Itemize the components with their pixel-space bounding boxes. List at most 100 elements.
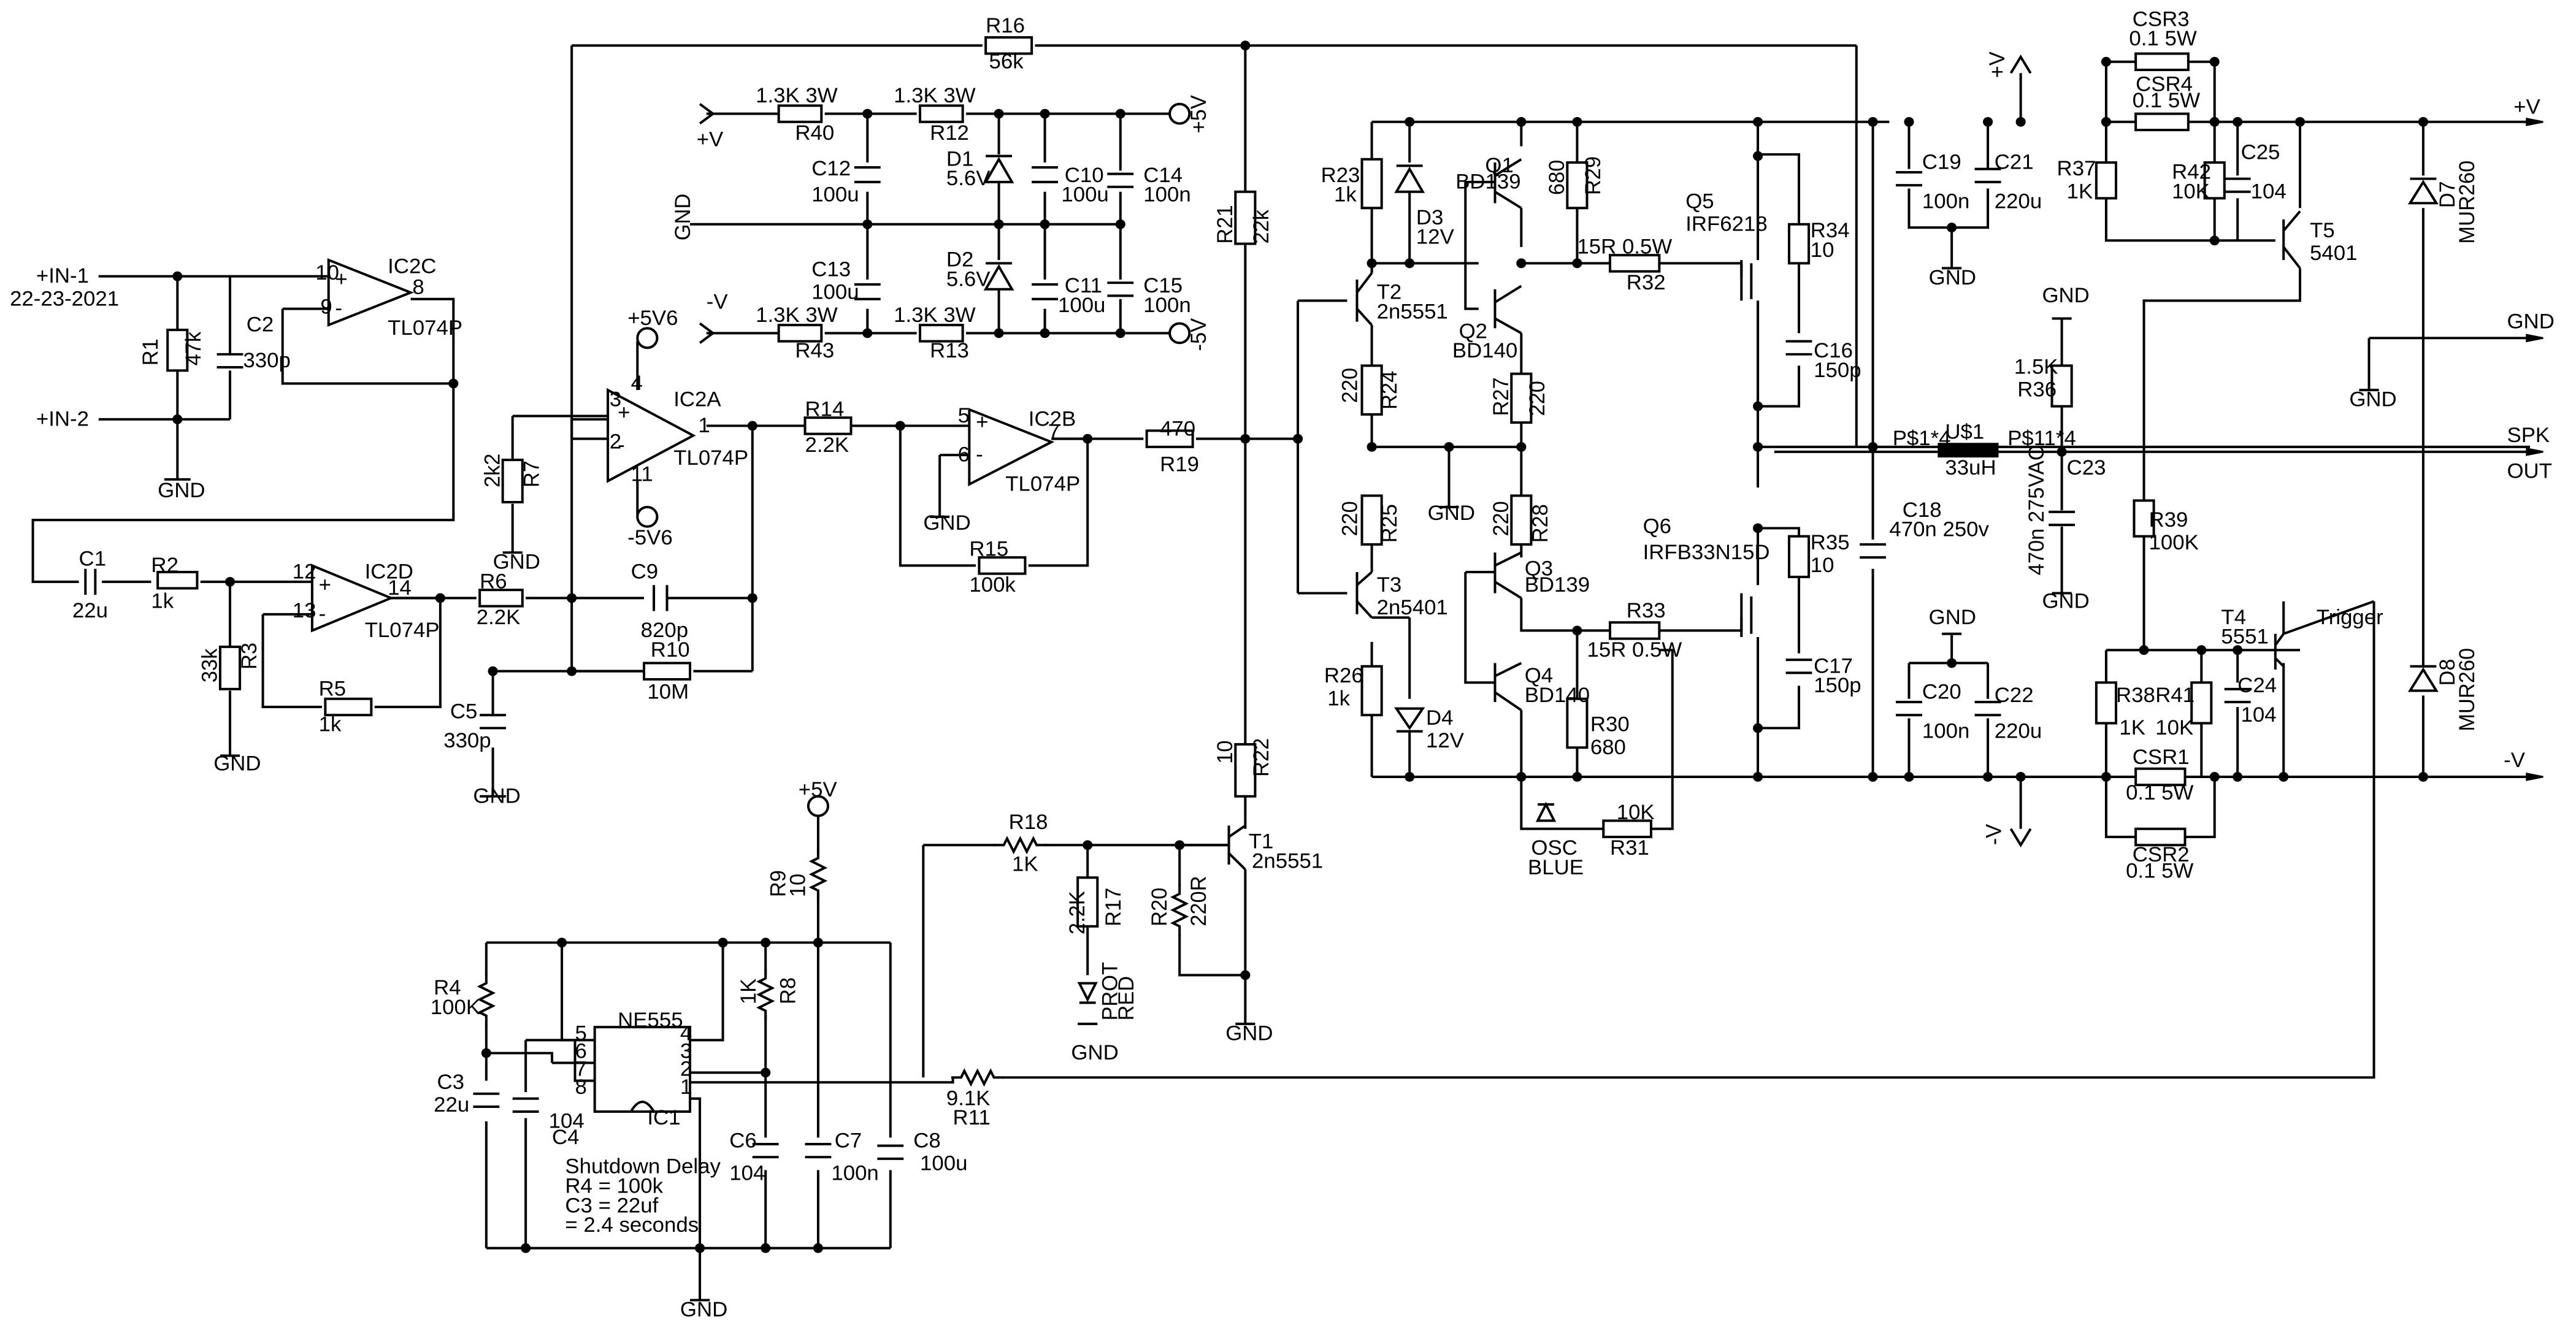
component-label: 1K [2067, 180, 2093, 204]
component-label: Q1 [1485, 154, 1513, 177]
gnd-label: GND [1929, 606, 1976, 629]
component-label: 2 [680, 1058, 692, 1081]
component-label: 13 [293, 599, 316, 622]
component-label: - [618, 433, 625, 457]
gnd-label: GND [672, 194, 695, 241]
component-label: 56k [989, 50, 1024, 73]
out-label: OUT [2507, 459, 2552, 483]
pin-label: P$1*4 [1893, 427, 1951, 450]
component-label: T1 [1249, 830, 1274, 853]
n5-label: -5V [1187, 318, 1211, 351]
component-label: 5.6V [946, 167, 991, 190]
component-label: Trigger [2317, 606, 2383, 629]
pin-label: P$11*4 [2007, 427, 2076, 450]
component-label: R43 [795, 339, 834, 362]
component-label: U$1 [1945, 421, 1984, 444]
component-label: R24 [1378, 371, 1401, 410]
component-label: 100n [1143, 294, 1190, 317]
component-label: R14 [805, 398, 845, 421]
component-label: R22 [1250, 738, 1273, 777]
component-label: C17 [1814, 654, 1853, 678]
component-label: 0.1 5W [2126, 859, 2194, 882]
component-label: 8 [412, 276, 424, 299]
component-label: 10M [647, 681, 689, 704]
note-line: R4 = 100k [565, 1175, 663, 1198]
component-label: R30 [1590, 713, 1630, 736]
component-label: R2 [151, 554, 178, 577]
component-label: Q3 [1525, 557, 1553, 580]
p5v6-label: +5V6 [627, 307, 678, 330]
component-label: 1K [737, 979, 761, 1004]
component-label: 104 [2251, 180, 2287, 204]
component-label: R37 [2057, 157, 2096, 180]
component-label: 1 [698, 414, 710, 437]
component-label: 470 [1160, 418, 1195, 441]
component-label: 680 [1546, 160, 1569, 195]
component-label: R35 [1811, 531, 1850, 554]
component-label: R17 [1102, 888, 1125, 926]
component-label: C22 [1995, 684, 2034, 707]
component-label: 104 [2241, 703, 2277, 727]
component-label: CSR4 [2136, 73, 2193, 96]
component-label: BLUE [1528, 856, 1584, 879]
component-label: C3 [437, 1071, 464, 1094]
component-label: 5 [958, 404, 970, 427]
component-label: C4 [552, 1126, 579, 1149]
capacitor-symbols [84, 166, 2251, 1160]
component-label: T2 [1377, 281, 1402, 304]
ic2b-part: TL074P [1005, 473, 1080, 496]
labels: +IN-1 22-23-2021 +IN-2 GND GND GND GND G… [10, 8, 2555, 1321]
component-label: R34 [1811, 219, 1850, 242]
diode-symbols [983, 155, 2439, 1004]
pos-rail-label: +V [2513, 96, 2540, 119]
component-label: 100u [1061, 183, 1108, 207]
component-label: 3 [610, 388, 621, 411]
ne555-body [593, 1026, 692, 1113]
component-label: 10 [315, 261, 339, 284]
component-label: R28 [1529, 504, 1552, 543]
component-label: 10 [1214, 740, 1237, 763]
component-label: 1K [2119, 716, 2145, 739]
component-label: 100n [1143, 183, 1190, 207]
component-label: R40 [795, 121, 834, 145]
component-label: C25 [2241, 141, 2280, 164]
component-label: BD139 [1455, 170, 1520, 194]
gnd-label: GND [923, 511, 970, 535]
component-label: IC1 [647, 1106, 680, 1129]
component-label: R41 [2155, 684, 2195, 707]
component-label: 100u [811, 281, 859, 304]
component-label: CSR3 [2133, 8, 2190, 31]
component-label: D8 [2436, 659, 2459, 685]
component-label: 100n [1922, 189, 1969, 213]
component-label: 0.1 5W [2126, 781, 2194, 804]
component-label: R18 [1009, 811, 1048, 834]
component-label: R39 [2149, 508, 2188, 532]
component-label: 1 [680, 1075, 692, 1099]
component-label: 150p [1814, 674, 1861, 697]
component-label: 2.2K [1066, 891, 1089, 934]
component-label: C9 [631, 560, 658, 584]
component-label: R10 [651, 638, 690, 662]
component-label: PROT [1098, 962, 1122, 1021]
component-label: 470n 275VAC [2025, 445, 2049, 575]
component-label: T5 [2310, 219, 2335, 242]
component-label: C15 [1143, 274, 1183, 297]
opamp-ic2c [327, 258, 415, 327]
pos-rail-label: +V [697, 128, 724, 151]
opamps [310, 258, 1055, 633]
component-label: C13 [811, 258, 851, 281]
component-label: 220 [1338, 368, 1362, 403]
component-label: R7 [520, 460, 543, 487]
component-label: 2.2K [805, 433, 849, 457]
component-label: 12V [1416, 226, 1454, 249]
component-label: Q5 [1685, 189, 1714, 213]
junction-dots [172, 40, 2428, 1253]
component-label: 2.2K [477, 606, 521, 629]
component-label: 150p [1814, 359, 1861, 382]
component-label: 2n5551 [1377, 300, 1448, 324]
neg-rail-label: -V [1982, 824, 2006, 845]
component-label: 100n [831, 1161, 878, 1185]
component-label: + [618, 401, 630, 424]
wires [31, 44, 2530, 1300]
gnd-label: GND [2349, 388, 2396, 411]
